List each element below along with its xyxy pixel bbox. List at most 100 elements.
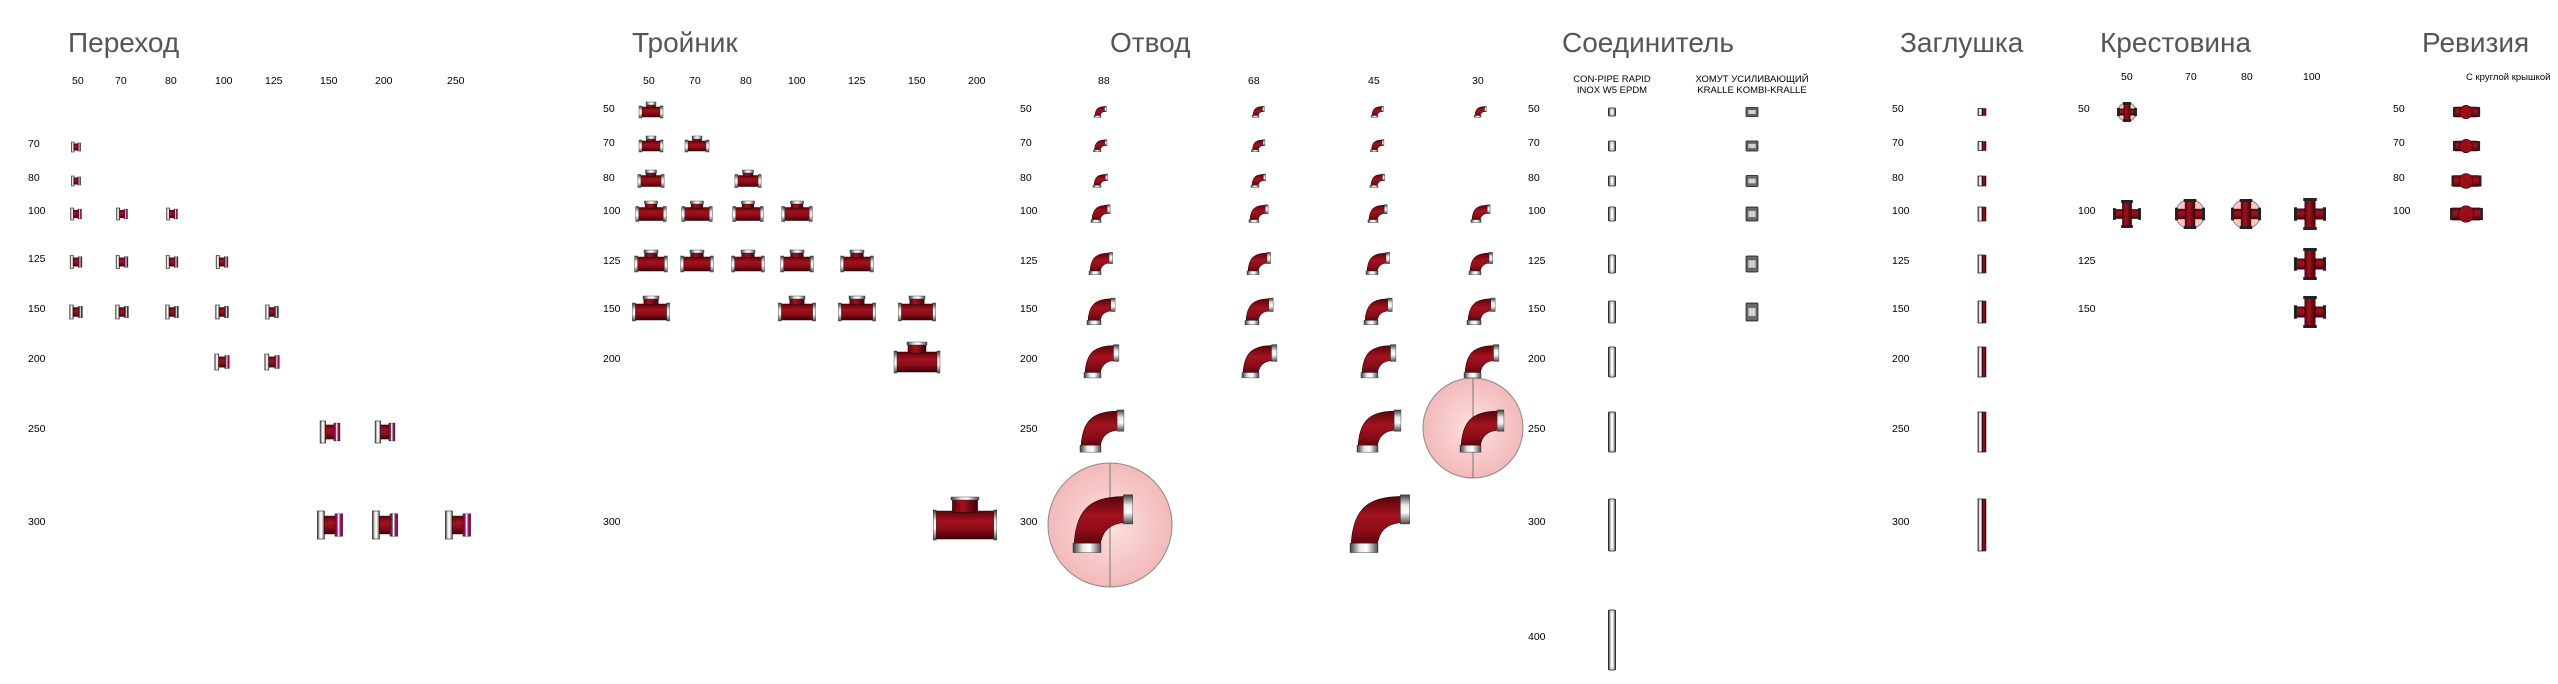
cross-fitting	[2117, 102, 2137, 122]
coupling-fitting	[1608, 300, 1616, 324]
row-label: 100	[2078, 205, 2096, 217]
elbow-fitting	[1468, 252, 1493, 275]
cap-fitting	[1977, 300, 1987, 324]
col-label: 125	[265, 75, 283, 87]
row-label: 200	[1892, 353, 1910, 365]
cross-fitting	[2113, 200, 2141, 228]
elbow-fitting	[1473, 105, 1487, 118]
elbow-fitting	[1363, 297, 1393, 325]
row-label: 100	[28, 205, 46, 217]
row-label: 300	[1528, 516, 1546, 528]
row-label: 200	[1528, 353, 1546, 365]
reviziya-fittings	[2450, 104, 2483, 223]
coupling-fitting	[1608, 498, 1616, 552]
reducer-fitting	[372, 510, 398, 540]
elbow-fitting	[1244, 297, 1274, 325]
elbow-fitting	[1251, 139, 1266, 153]
tee-fitting	[840, 249, 874, 273]
row-label: 70	[28, 138, 40, 150]
tee-fitting	[638, 135, 664, 153]
reducer-fitting	[115, 255, 129, 269]
soedinitel-row-labels: 50 70 80 100 125 150 200 250 300 400	[1528, 103, 1546, 643]
cross-fitting	[2294, 198, 2326, 230]
elbow-fitting	[1349, 494, 1410, 553]
col-label: 68	[1248, 75, 1260, 87]
col-label: 100	[2303, 71, 2321, 83]
perehod-row-labels: 70 80 100 125 150 200 250 300	[28, 138, 46, 528]
col-label: 30	[1472, 75, 1484, 87]
coupling-fitting	[1608, 107, 1616, 117]
row-label: 150	[603, 303, 621, 315]
coupling-fitting	[1608, 140, 1616, 152]
tee-fitting	[681, 200, 713, 222]
col-label: 80	[165, 75, 177, 87]
elbow-fitting	[1083, 344, 1120, 379]
row-label: 125	[1020, 255, 1038, 267]
clamp-fitting	[1745, 255, 1759, 273]
coupling-fitting	[1608, 609, 1616, 671]
row-label: 100	[1892, 205, 1910, 217]
col-label: 125	[848, 75, 866, 87]
zaglushka-row-labels: 50 70 80 100 125 150 200 250 300	[1892, 103, 1910, 528]
col-label: 100	[788, 75, 806, 87]
tee-fitting	[637, 169, 665, 188]
reducer-fitting	[165, 255, 179, 269]
inspection-fitting	[2452, 138, 2481, 154]
col-label: 50	[643, 75, 655, 87]
tee-fitting	[632, 295, 670, 322]
reviziya-row-labels: 50 70 80 100	[2393, 103, 2411, 217]
soedinitel-col-labels: CON-PIPE RAPID INOX W5 EPDM ХОМУТ УСИЛИВ…	[1573, 73, 1809, 96]
col-label: 70	[115, 75, 127, 87]
reducer-fitting	[71, 175, 81, 187]
coupling-fitting	[1608, 346, 1616, 378]
cap-fitting	[1977, 411, 1987, 453]
row-label: 70	[1528, 137, 1540, 149]
elbow-fitting	[1463, 344, 1500, 379]
col-label: 200	[968, 75, 986, 87]
clamp-fitting	[1745, 175, 1759, 187]
elbow-fitting	[1248, 204, 1269, 223]
perehod-fittings	[69, 141, 471, 540]
row-label: 250	[1020, 423, 1038, 435]
row-label: 50	[1892, 103, 1904, 115]
cross-fitting	[2174, 198, 2206, 230]
row-label: 250	[1528, 423, 1546, 435]
col-label: 250	[447, 75, 465, 87]
row-label: 50	[603, 103, 615, 115]
row-label: 70	[1892, 137, 1904, 149]
cross-fitting	[2294, 296, 2326, 328]
elbow-fitting	[1251, 105, 1265, 118]
coupling-fitting	[1608, 254, 1616, 274]
tee-fitting	[933, 496, 997, 541]
section-title-troinik: Тройник	[632, 27, 738, 58]
cap-fitting	[1977, 254, 1987, 274]
row-label: 150	[1528, 303, 1546, 315]
otvod-col-labels: 88 68 45 30	[1098, 75, 1484, 87]
row-label: 50	[2393, 103, 2405, 115]
coupling-fitting	[1608, 206, 1616, 222]
tee-fitting	[638, 101, 664, 119]
col-label: 200	[375, 75, 393, 87]
row-label: 150	[28, 303, 46, 315]
row-label: 200	[1020, 353, 1038, 365]
row-label: 70	[2393, 137, 2405, 149]
reducer-fitting	[166, 207, 178, 221]
row-label: 80	[1528, 172, 1540, 184]
clamp-fitting	[1745, 107, 1759, 117]
reducer-fitting	[70, 207, 82, 221]
section-title-perehod: Переход	[68, 27, 179, 58]
reducer-fitting	[69, 255, 83, 269]
row-label: 100	[1020, 205, 1038, 217]
clamp-fitting	[1745, 302, 1759, 322]
row-label: 150	[2078, 303, 2096, 315]
elbow-fitting	[1090, 204, 1111, 223]
tee-fitting	[731, 249, 765, 273]
tee-fitting	[893, 341, 941, 374]
row-label: 50	[2078, 103, 2090, 115]
row-label: 200	[28, 353, 46, 365]
coupling-fitting	[1608, 175, 1616, 187]
elbow-fitting	[1092, 173, 1108, 188]
row-label: 70	[1020, 137, 1032, 149]
zaglushka-fittings	[1977, 108, 1987, 552]
